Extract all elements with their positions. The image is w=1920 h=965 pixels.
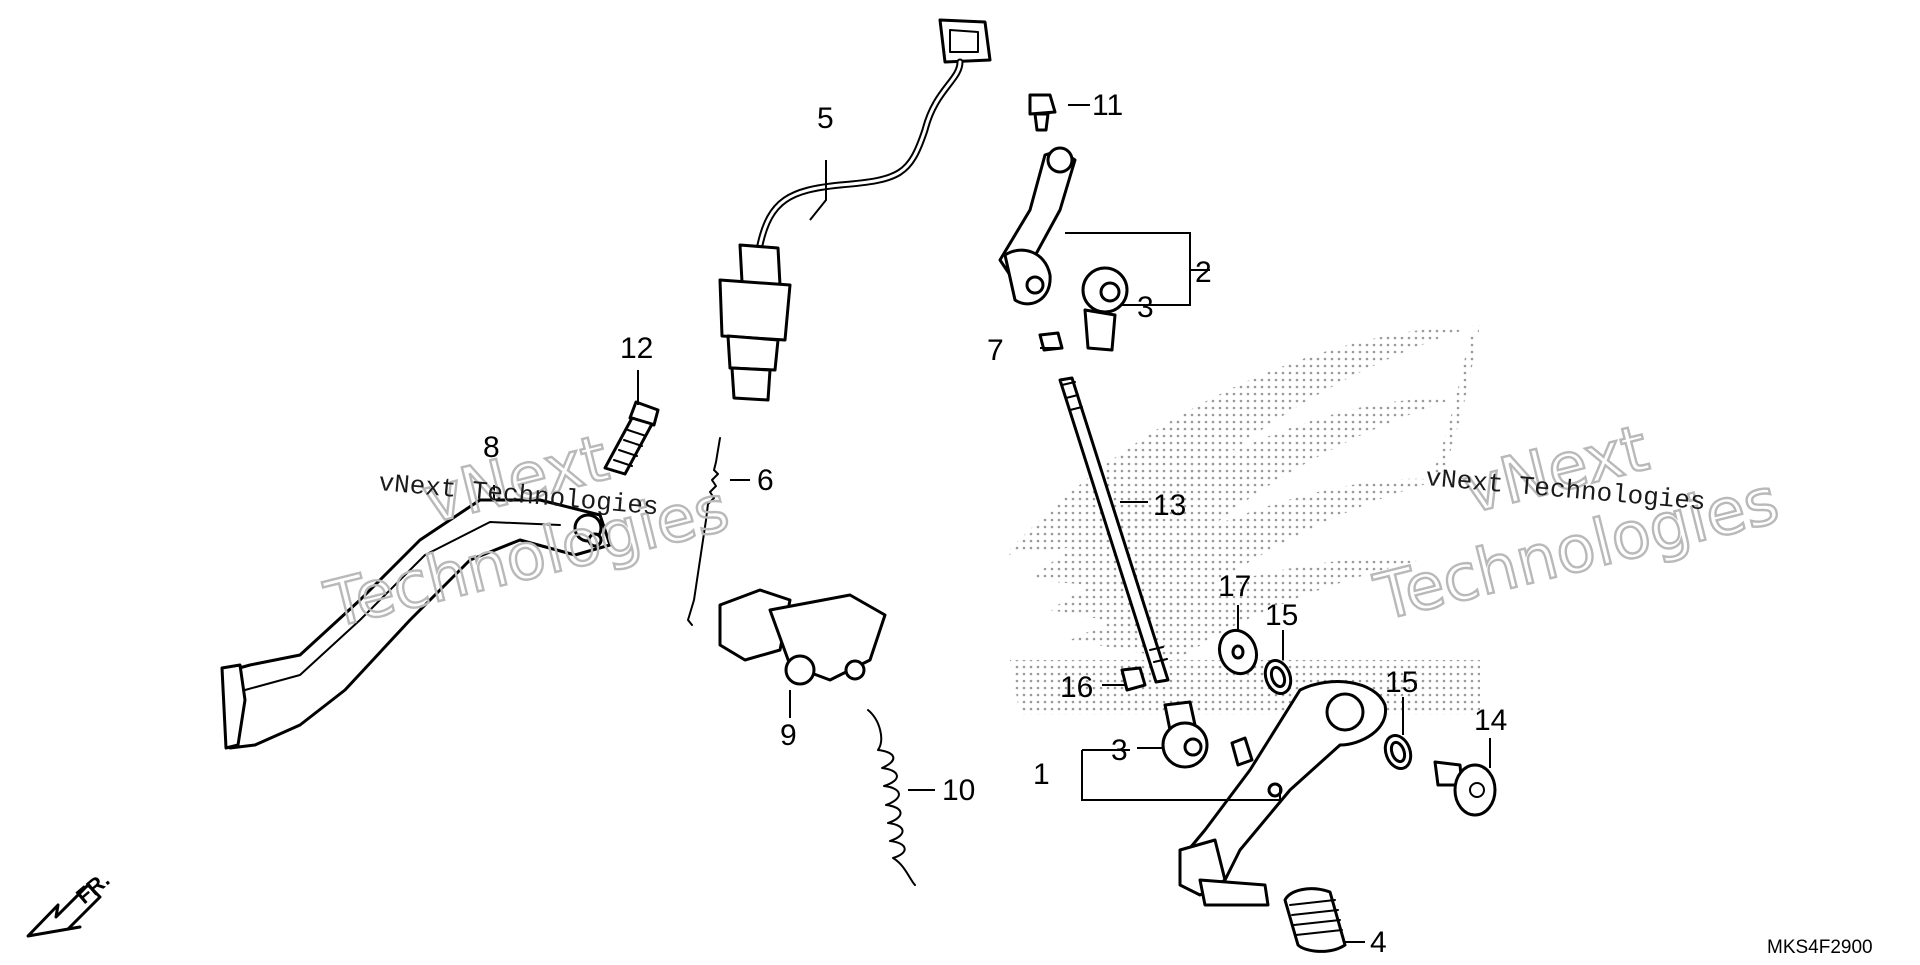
diagram-ref-code: MKS4F2900 <box>1767 937 1873 958</box>
shift-rod-part <box>1058 376 1170 684</box>
pedal-rubber-part <box>1283 887 1347 953</box>
spring-6-part <box>687 437 721 626</box>
bolt-12-part <box>603 400 660 476</box>
callout-16: 16 <box>1060 671 1093 704</box>
bolt-14-part <box>1433 760 1497 817</box>
callout-11: 11 <box>1092 89 1123 122</box>
callout-12: 12 <box>620 332 653 365</box>
shift-shaft-part <box>718 588 887 686</box>
shift-pedal-part <box>1178 680 1387 907</box>
callout-3-upper: 3 <box>1137 291 1154 324</box>
callout-9: 9 <box>780 719 797 752</box>
callout-17: 17 <box>1218 570 1251 603</box>
callout-labels: 1 2 3 3 4 5 6 7 8 9 10 11 12 13 14 15 15… <box>483 89 1507 959</box>
washer-15-upper-part <box>1263 659 1293 695</box>
washer-17-part <box>1217 628 1259 676</box>
callout-5: 5 <box>817 102 834 135</box>
brake-pedal-part <box>220 498 612 750</box>
stop-switch-part <box>718 18 992 402</box>
washer-15-lower-part <box>1383 734 1413 770</box>
callout-4: 4 <box>1370 926 1387 959</box>
callout-2: 2 <box>1195 256 1212 289</box>
joint-3-lower-part <box>1161 700 1209 769</box>
callout-13: 13 <box>1153 489 1186 522</box>
front-arrow-icon <box>26 883 102 938</box>
spring-10-part <box>867 709 916 886</box>
callout-6: 6 <box>757 464 774 497</box>
watermark-left: vNext Technologies vNext Technologies <box>317 421 737 645</box>
watermark-right: vNext Technologies vNext Technologies <box>1367 411 1787 637</box>
callout-1: 1 <box>1033 758 1050 791</box>
nut-16-part <box>1120 666 1147 692</box>
callout-7: 7 <box>987 334 1004 367</box>
callout-8: 8 <box>483 431 500 464</box>
front-direction-marker: FR. <box>26 867 114 938</box>
leader-lines <box>493 104 1491 943</box>
callout-14: 14 <box>1474 704 1507 737</box>
callout-10: 10 <box>942 774 975 807</box>
callout-15-upper: 15 <box>1265 599 1298 632</box>
callout-15-lower: 15 <box>1385 666 1418 699</box>
callout-3-lower: 3 <box>1111 734 1128 767</box>
shift-arm-upper-part <box>998 93 1129 352</box>
